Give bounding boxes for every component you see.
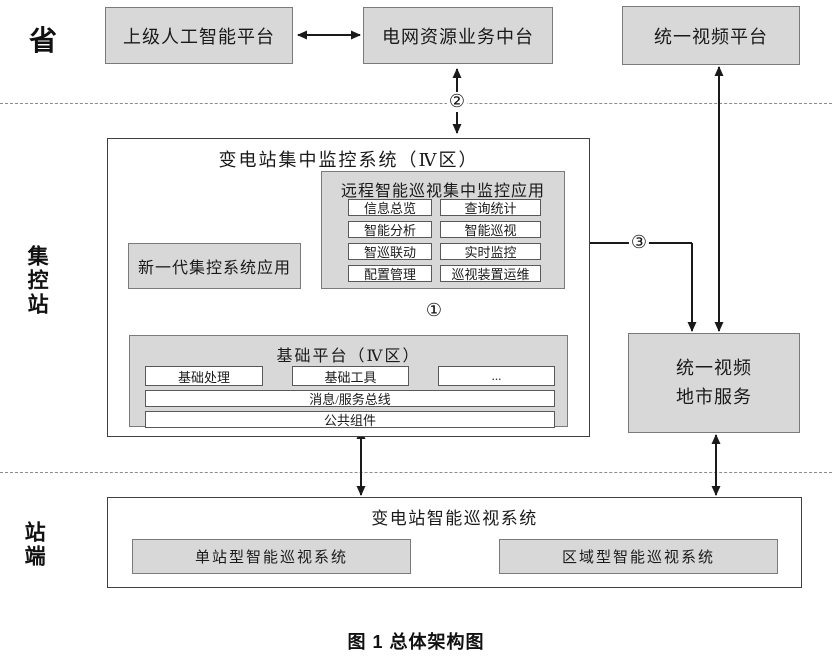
grid-middle-platform-label: 电网资源业务中台 [382, 26, 534, 47]
module-intelligent-patrol: 智能巡视 [440, 221, 541, 238]
figure-caption: 图 1 总体架构图 [347, 632, 485, 652]
box-unified-video-platform: 统一视频平台 [622, 6, 800, 65]
next-gen-app-label: 新一代集控系统应用 [137, 260, 291, 277]
module-patrol-linkage: 智巡联动 [348, 243, 432, 260]
station-system-title: 变电站智能巡视系统 [371, 509, 538, 528]
zone-label-station-side: 站端 [22, 521, 46, 569]
zone-label-province: 省 [29, 25, 58, 56]
divider-station-side [0, 472, 832, 473]
box-regional-system: 区域型智能巡视系统 [499, 539, 778, 574]
single-station-label: 单站型智能巡视系统 [194, 550, 348, 566]
box-next-gen-app: 新一代集控系统应用 [128, 243, 301, 289]
box-base-platform: 基础平台（Ⅳ区） 基础处理 基础工具 ... 消息/服务总线 公共组件 [129, 335, 568, 428]
module-intelligent-analysis: 智能分析 [348, 221, 432, 238]
connector-badge-3: ③ [628, 232, 650, 253]
common-components: 公共组件 [145, 411, 555, 428]
video-city-service-line2: 地市服务 [676, 387, 752, 407]
base-platform-module-row: 基础处理 基础工具 ... [145, 366, 555, 386]
box-patrol-app: 远程智能巡视集中监控应用 信息总览 查询统计 智能分析 智能巡视 智巡联动 实时… [321, 171, 565, 289]
divider-province-station [0, 103, 832, 104]
patrol-app-title: 远程智能巡视集中监控应用 [340, 183, 545, 200]
zone-label-control-station: 集控站 [25, 245, 49, 317]
unified-video-platform-label: 统一视频平台 [654, 26, 768, 47]
connector-badge-1: ① [423, 300, 445, 321]
monitor-system-title: 变电站集中监控系统（Ⅳ区） [218, 150, 479, 170]
box-single-station-system: 单站型智能巡视系统 [132, 539, 411, 574]
box-video-city-service: 统一视频 地市服务 [628, 333, 800, 433]
module-base-tools: 基础工具 [292, 366, 409, 386]
module-info-overview: 信息总览 [348, 199, 432, 216]
box-station-patrol-system: 变电站智能巡视系统 单站型智能巡视系统 区域型智能巡视系统 [107, 497, 802, 588]
box-grid-middle-platform: 电网资源业务中台 [363, 7, 553, 64]
connector-badge-2: ② [446, 91, 468, 112]
ai-platform-label: 上级人工智能平台 [123, 26, 275, 47]
box-monitor-system: 变电站集中监控系统（Ⅳ区） 远程智能巡视集中监控应用 信息总览 查询统计 智能分… [107, 138, 590, 437]
module-realtime-monitoring: 实时监控 [440, 243, 541, 260]
video-city-service-line1: 统一视频 [676, 358, 752, 379]
regional-system-label: 区域型智能巡视系统 [561, 550, 715, 566]
box-ai-platform: 上级人工智能平台 [105, 7, 293, 64]
message-service-bus: 消息/服务总线 [145, 390, 555, 407]
module-config-management: 配置管理 [348, 265, 432, 282]
module-device-ops: 巡视装置运维 [440, 265, 541, 282]
module-query-statistics: 查询统计 [440, 199, 541, 216]
module-ellipsis: ... [438, 366, 555, 386]
base-platform-title: 基础平台（Ⅳ区） [276, 348, 421, 365]
patrol-app-module-grid: 信息总览 查询统计 智能分析 智能巡视 智巡联动 实时监控 配置管理 巡视装置运… [348, 199, 541, 282]
module-base-processing: 基础处理 [145, 366, 263, 386]
